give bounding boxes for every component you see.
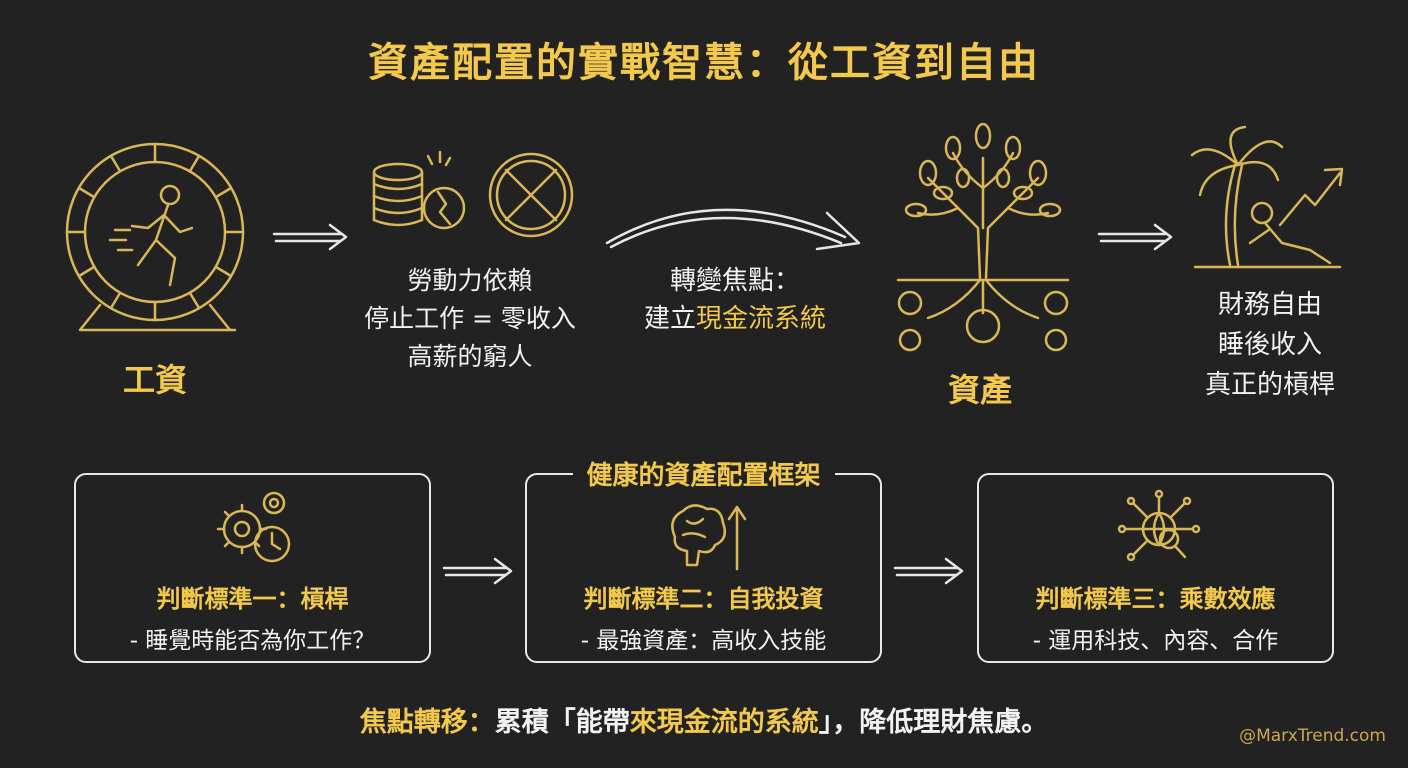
footer-highlight: 來現金流的系統 xyxy=(629,707,819,738)
criterion-sub: - 睡覺時能否為你工作？ xyxy=(129,628,376,654)
gears-clock-icon xyxy=(216,491,291,563)
brain-growth-icon xyxy=(671,504,747,571)
money-tree-icon xyxy=(896,122,1070,352)
asset-label: 資產 xyxy=(947,371,1012,409)
coins-icon xyxy=(372,150,466,230)
footer-prefix: 焦點轉移： xyxy=(359,707,495,738)
shift-line: 轉變焦點： xyxy=(669,266,800,296)
framework-title: 健康的資產配置框架 xyxy=(572,455,835,492)
freedom-line: 真正的槓桿 xyxy=(1204,370,1335,400)
hamster-wheel-runner-icon xyxy=(65,142,245,332)
shift-highlight: 現金流系統 xyxy=(696,304,827,334)
shift-prefix: 建立 xyxy=(643,304,696,334)
dependence-line: 停止工作 = 零收入 xyxy=(364,304,576,333)
criterion-box-1: 判斷標準一：槓桿 - 睡覺時能否為你工作？ xyxy=(74,473,431,663)
criterion-sub: - 運用科技、內容、合作 xyxy=(1032,628,1279,654)
dependence-text: 勞動力依賴 停止工作 = 零收入 高薪的窮人 xyxy=(330,262,610,376)
criterion-sub: - 最強資產：高收入技能 xyxy=(580,628,827,654)
footer-mid: 累積「能帶 xyxy=(494,707,630,738)
page-title: 資產配置的實戰智慧：從工資到自由 xyxy=(368,40,1040,86)
criterion-title: 判斷標準三：乘數效應 xyxy=(1035,585,1276,613)
footer-statement: 焦點轉移：累積「能帶來現金流的系統」，降低理財焦慮。 xyxy=(0,700,1408,739)
dependence-line: 高薪的窮人 xyxy=(407,342,533,371)
freedom-line: 財務自由 xyxy=(1217,290,1322,320)
arrow-icon xyxy=(893,557,964,585)
freedom-text: 財務自由 睡後收入 真正的槓桿 xyxy=(1170,285,1370,405)
criterion-box-2: 健康的資產配置框架 判斷標準二：自我投資 - 最強資產：高收入技能 xyxy=(525,455,882,663)
wage-label: 工資 xyxy=(122,361,187,399)
criterion-title: 判斷標準一：槓桿 xyxy=(156,585,349,613)
palm-tree-relax-icon xyxy=(1190,125,1344,269)
arrow-icon xyxy=(272,223,348,251)
freedom-line: 睡後收入 xyxy=(1217,330,1322,360)
arrow-icon xyxy=(1097,223,1173,251)
criterion-title: 判斷標準二：自我投資 xyxy=(583,585,824,613)
watermark: @MarxTrend.com xyxy=(1239,726,1386,746)
shift-text: 轉變焦點： 建立現金流系統 xyxy=(600,262,870,338)
curved-arrow-icon xyxy=(605,208,861,251)
criterion-box-3: 判斷標準三：乘數效應 - 運用科技、內容、合作 xyxy=(977,473,1334,663)
arrow-icon xyxy=(442,557,513,585)
global-network-icon xyxy=(1117,489,1201,562)
footer-mid: 」，降低理財焦慮。 xyxy=(818,707,1049,738)
dependence-line: 勞動力依賴 xyxy=(407,266,533,295)
clock-icon xyxy=(488,152,574,238)
